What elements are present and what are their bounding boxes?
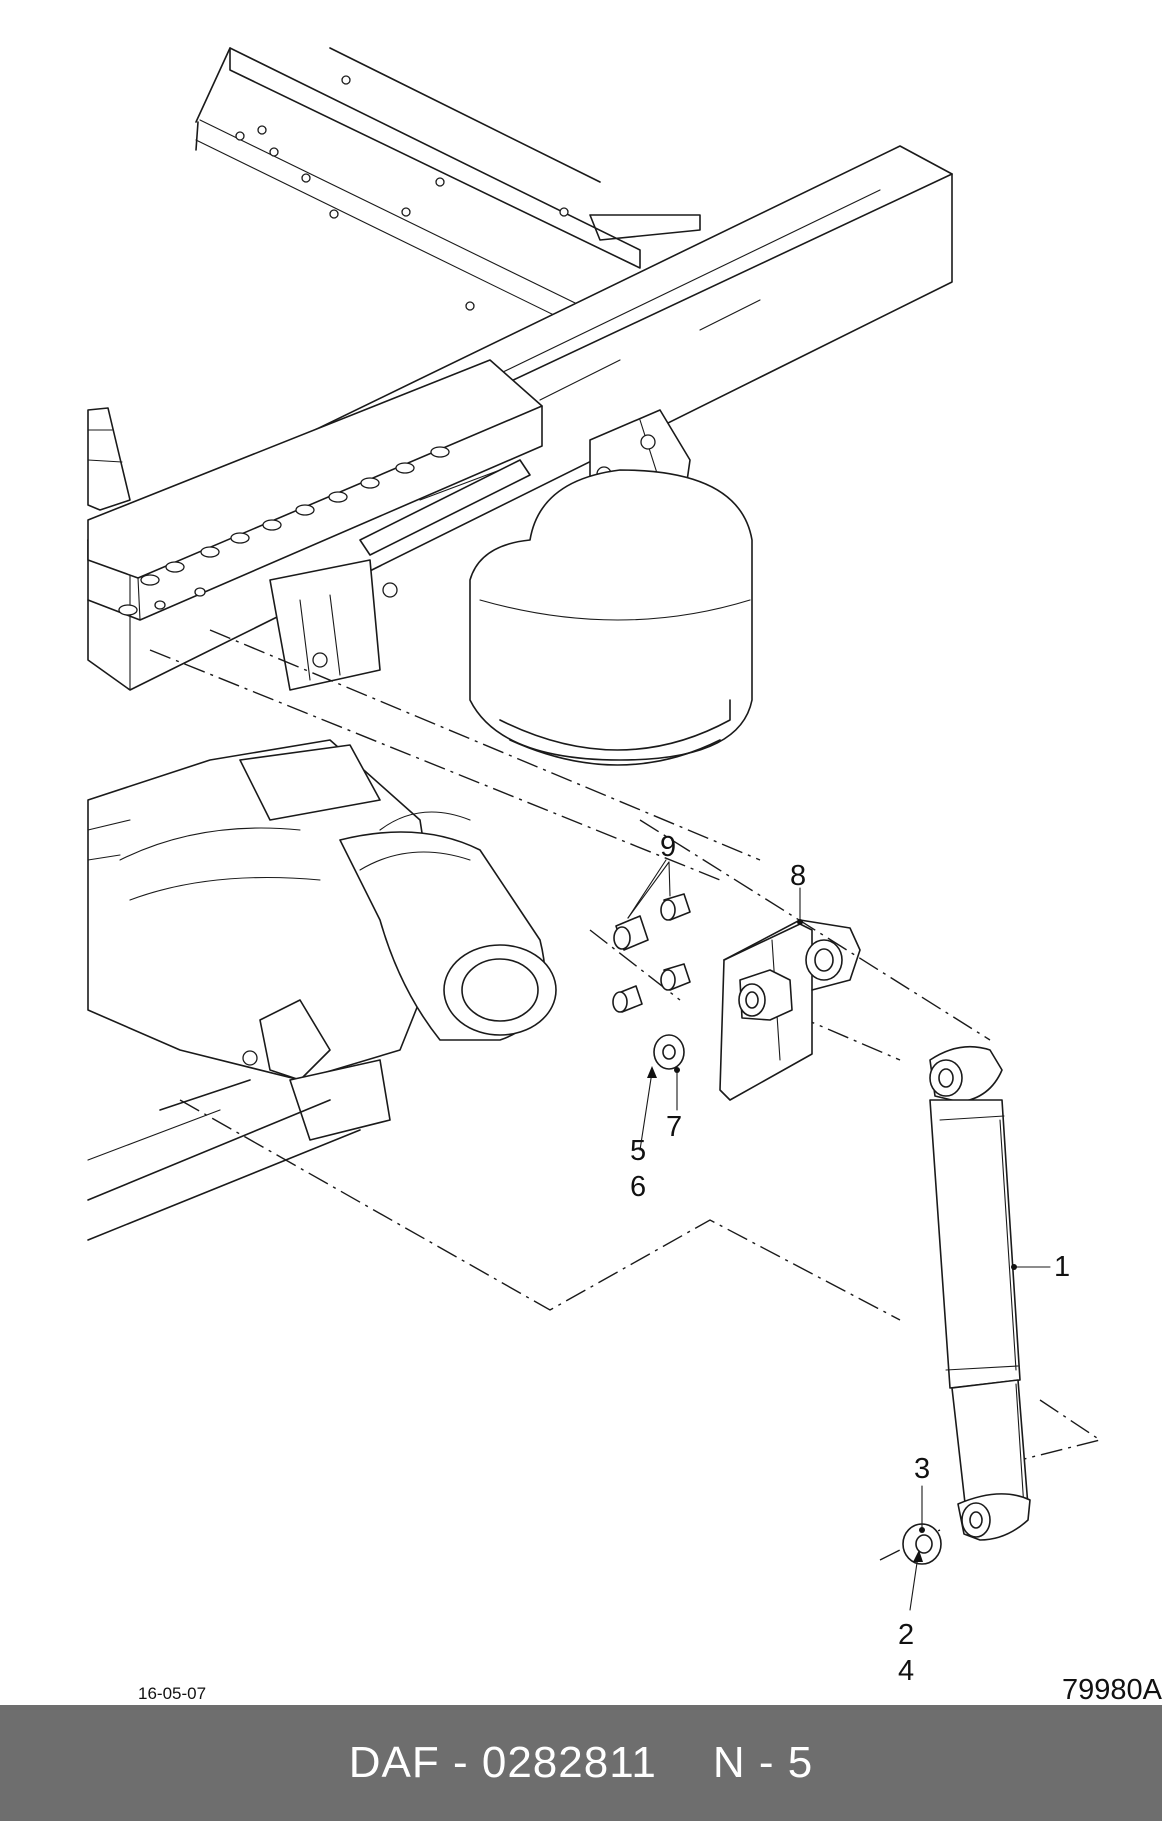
air-spring-left <box>87 407 131 511</box>
callout-2: 2 <box>898 1619 914 1651</box>
callout-1: 1 <box>1054 1251 1070 1283</box>
callout-4: 4 <box>898 1655 914 1687</box>
drawing-date: 16-05-07 <box>138 1684 207 1703</box>
air-spring-right <box>469 469 753 766</box>
footer-bar: DAF - 0282811 N - 5 <box>0 1705 1162 1821</box>
bolt-icon <box>660 893 691 921</box>
callout-5: 5 <box>630 1135 646 1167</box>
washer-5-6-7 <box>653 1034 685 1070</box>
stabilizer-link <box>269 459 531 691</box>
bolt-icon <box>612 985 643 1013</box>
shock-absorber-1 <box>929 1045 1031 1541</box>
footer-group-code: N - 5 <box>712 1738 814 1787</box>
callout-3: 3 <box>914 1453 930 1485</box>
bolt-icon <box>660 963 691 991</box>
drawing-reference-number: 79980A <box>1062 1674 1162 1706</box>
axle-housing <box>87 739 557 1141</box>
chassis-frame-rail-front <box>87 359 543 621</box>
callout-6: 6 <box>630 1171 646 1203</box>
bolt-icon <box>613 915 649 951</box>
callout-7: 7 <box>666 1111 682 1143</box>
chassis-frame-rail-lower <box>87 1079 361 1241</box>
bolts-9 <box>612 893 691 1013</box>
callout-leaders <box>627 859 1051 1611</box>
callout-8: 8 <box>790 860 806 892</box>
chassis-frame-rail-rear <box>195 47 641 341</box>
shock-bracket-8 <box>719 919 861 1101</box>
footer-part-number: DAF - 0282811 <box>348 1738 657 1787</box>
exploded-parts-diagram: 1 2 3 4 5 6 7 8 9 <box>87 47 1102 1687</box>
callout-9: 9 <box>660 831 676 863</box>
